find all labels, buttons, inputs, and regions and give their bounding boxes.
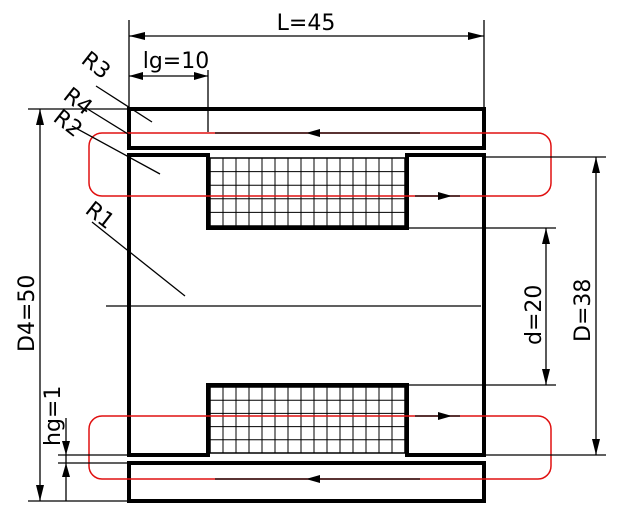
bottom-bar: [127, 461, 486, 503]
length-label: L=45: [277, 11, 336, 36]
radius-leaders: R3 R4 R2 R1: [48, 47, 186, 297]
coil-top: [209, 157, 406, 227]
arrow-left-icon: [306, 129, 320, 137]
coil-bottom: [209, 386, 406, 454]
arrow-right-icon: [438, 412, 452, 420]
dimension-gap-length: lg=10: [129, 49, 209, 132]
r1-label: R1: [80, 197, 118, 235]
dimension-inner-diameter: d=20: [407, 227, 556, 386]
core-outline: [127, 153, 486, 457]
structure-outline: [127, 107, 486, 503]
gap-height-label: hg=1: [41, 386, 66, 446]
inner-diameter-label: d=20: [522, 285, 547, 345]
arrow-left-icon: [306, 475, 320, 483]
flux-path-bottom: [88, 415, 552, 480]
mid-diameter-label: D=38: [571, 279, 596, 342]
top-bar: [127, 107, 486, 150]
gap-length-label: lg=10: [143, 49, 210, 74]
dimension-length: L=45: [128, 11, 485, 109]
dimension-mid-diameter: D=38: [484, 156, 606, 456]
dimension-outer-diameter: D4=50: [15, 108, 129, 502]
flux-arrows: [215, 129, 460, 483]
outer-diameter-label: D4=50: [15, 275, 40, 352]
r3-label: R3: [76, 47, 114, 85]
dimension-gap-height: hg=1: [41, 386, 129, 501]
arrow-right-icon: [438, 192, 452, 200]
flux-path-top: [88, 132, 552, 197]
